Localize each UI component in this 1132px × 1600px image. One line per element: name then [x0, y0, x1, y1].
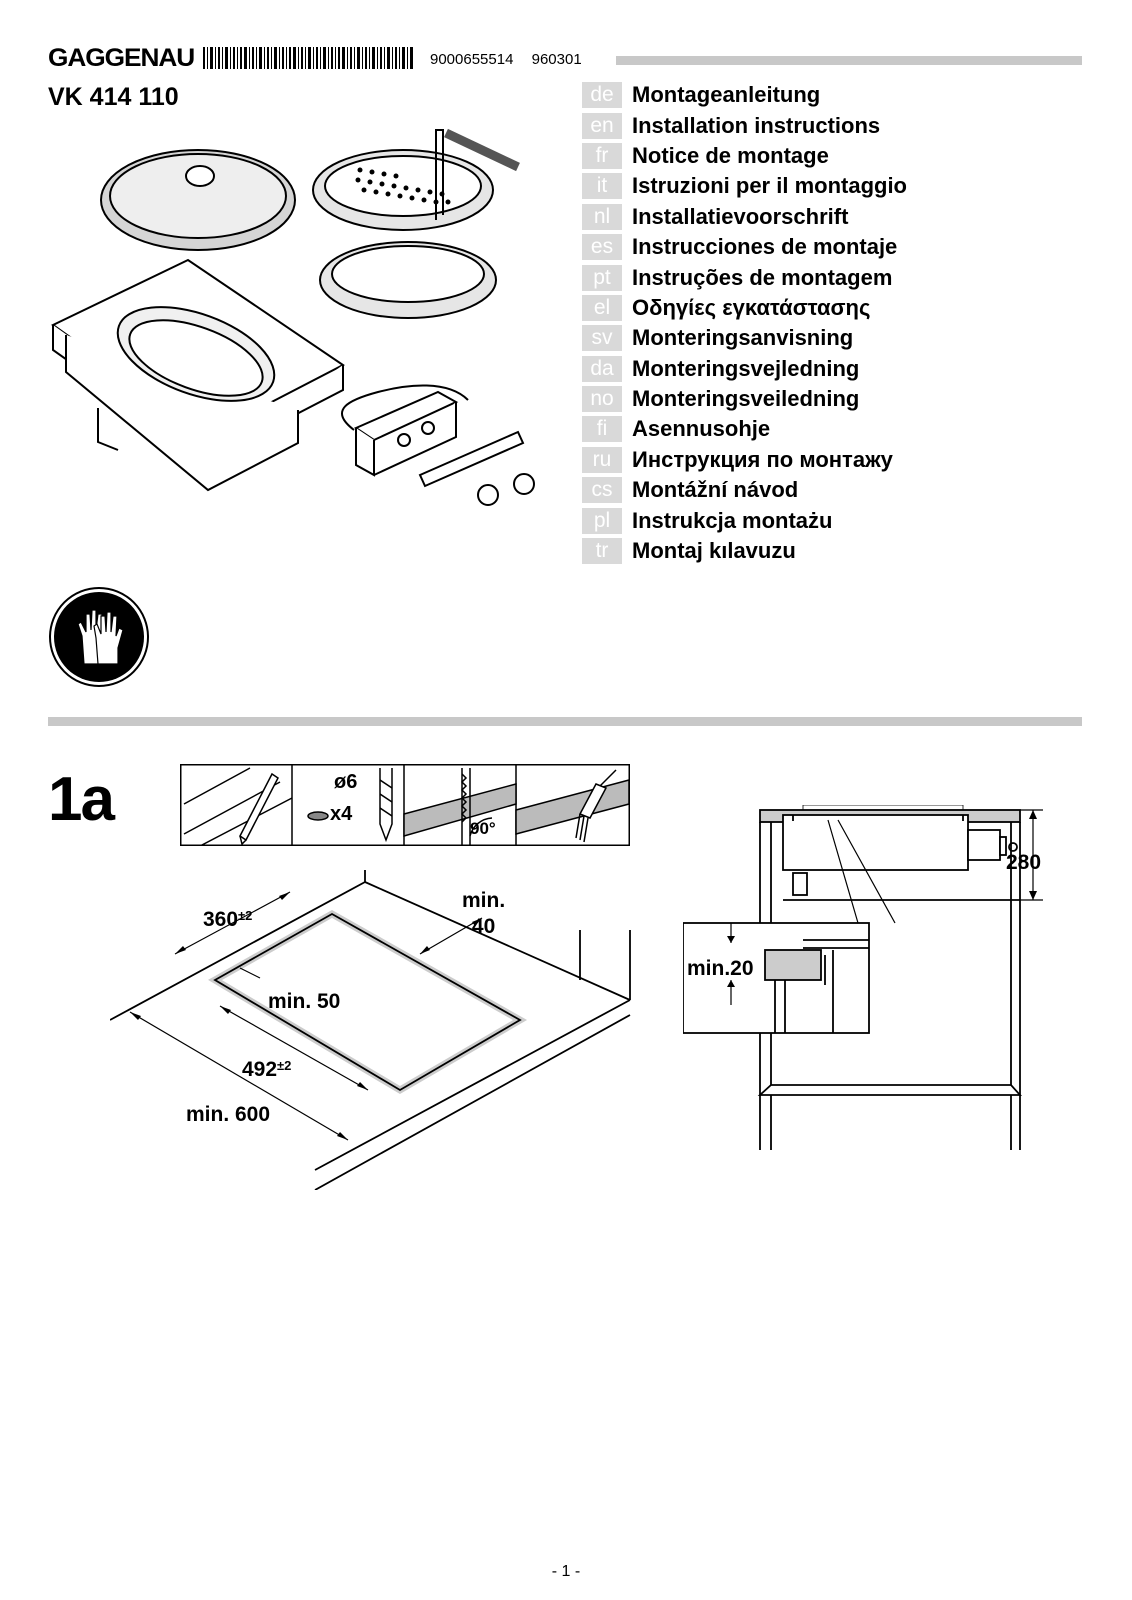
language-code: nl	[582, 203, 622, 230]
language-item: ru Инструкция по монтажу	[582, 445, 1082, 475]
language-title: Notice de montage	[632, 142, 829, 168]
language-list: de Montageanleitung en Installation instru…	[582, 80, 1082, 566]
language-title: Montaj kılavuzu	[632, 538, 796, 564]
language-code: en	[582, 112, 622, 139]
brand-logo: GAGGENAU	[48, 44, 195, 72]
language-title: Monteringsveiledning	[632, 386, 860, 412]
language-item: sv Monteringsanvisning	[582, 323, 1082, 353]
language-item: el Οδηγίες εγκατάστασης	[582, 293, 1082, 323]
language-item: tr Montaj kılavuzu	[582, 536, 1082, 566]
appliance-body	[782, 814, 969, 871]
language-code: pt	[582, 264, 622, 291]
front-clearance-label: min. 50	[268, 990, 341, 1013]
knob	[477, 484, 499, 506]
language-title: Installation instructions	[632, 112, 881, 138]
language-item: fi Asennusohje	[582, 414, 1082, 444]
language-title: Asennusohje	[632, 416, 771, 442]
language-item: pt Instruções de montagem	[582, 262, 1082, 292]
document-codes: 9000655514 960301	[430, 51, 582, 68]
language-code: es	[582, 234, 622, 261]
language-code: da	[582, 355, 622, 382]
rear-clearance-label: min. 40	[462, 888, 505, 940]
language-item: it Istruzioni per il montaggio	[582, 171, 1082, 201]
barcode	[203, 47, 413, 69]
language-title: Instrukcja montażu	[632, 507, 833, 533]
language-code: pl	[582, 507, 622, 534]
language-code: de	[582, 82, 622, 109]
language-item: pl Instrukcja montażu	[582, 505, 1082, 535]
language-code: sv	[582, 325, 622, 352]
drill-count: x4	[330, 803, 353, 825]
drill-step-icon	[307, 768, 393, 843]
installation-steps-strip: ø6 x4 90°	[180, 764, 630, 846]
worktop-depth-label: min. 600	[186, 1103, 271, 1126]
saw-angle: 90°	[470, 819, 496, 838]
basket-handle	[435, 129, 444, 220]
min-gap-label: min.20	[687, 957, 754, 980]
control-plate	[418, 430, 525, 488]
date-code: 960301	[531, 51, 582, 68]
language-code: ru	[582, 446, 622, 473]
language-title: Installatievoorschrift	[632, 203, 849, 229]
language-code: cs	[582, 477, 622, 504]
brush-step-icon	[515, 769, 630, 843]
language-title: Instruções de montagem	[632, 264, 893, 290]
language-item: fr Notice de montage	[582, 141, 1082, 171]
language-title: Montážní návod	[632, 477, 799, 503]
worktop-front-edge	[314, 999, 631, 1190]
language-title: Monteringsvejledning	[632, 355, 860, 381]
language-title: Istruzioni per il montaggio	[632, 173, 907, 199]
language-title: Οδηγίες εγκατάστασης	[632, 294, 871, 320]
rear-clearance-value: 40	[471, 915, 496, 938]
control-housing	[967, 829, 1001, 861]
cutout-width: 492	[242, 1058, 278, 1081]
cabinet-section-diagram	[683, 805, 1043, 1150]
part-number: 9000655514	[430, 51, 514, 68]
gloves-icon	[49, 587, 149, 687]
language-code: fr	[582, 142, 622, 169]
cutout-depth-label: 360±2	[203, 908, 252, 932]
figure-number: 1a	[48, 765, 115, 834]
section-divider	[48, 717, 1082, 726]
language-code: it	[582, 173, 622, 200]
cable	[341, 384, 469, 431]
language-item: no Monteringsveiledning	[582, 384, 1082, 414]
language-item: de Montageanleitung	[582, 80, 1082, 110]
language-item: da Monteringsvejledning	[582, 354, 1082, 384]
cutout-width-tolerance: ±2	[277, 1058, 292, 1073]
rear-clearance-prefix: min.	[462, 889, 506, 912]
cutout-width-label: 492±2	[242, 1058, 291, 1082]
lid-knob	[185, 165, 215, 187]
language-code: no	[582, 386, 622, 413]
cabinet-shelf	[757, 1084, 1023, 1096]
page-number: - 1 -	[551, 1563, 581, 1580]
language-title: Monteringsanvisning	[632, 325, 854, 351]
cutout-dimensions-diagram	[110, 870, 631, 1190]
language-title: Инструкция по монтажу	[632, 446, 893, 472]
language-code: fi	[582, 416, 622, 443]
header-rule	[616, 56, 1082, 65]
cutout-depth-tolerance: ±2	[238, 908, 253, 923]
appliance-height-label: 280	[1006, 851, 1042, 874]
language-title: Instrucciones de montaje	[632, 234, 898, 260]
saw-step-icon	[403, 768, 517, 846]
language-item: nl Installatievoorschrift	[582, 202, 1082, 232]
language-item: en Installation instructions	[582, 110, 1082, 140]
product-illustration	[51, 128, 535, 506]
cutout-depth: 360	[203, 908, 239, 931]
language-code: tr	[582, 538, 622, 565]
language-title: Montageanleitung	[632, 82, 821, 108]
language-item: es Instrucciones de montaje	[582, 232, 1082, 262]
model-number: VK 414 110	[48, 83, 179, 111]
drill-diameter: ø6	[334, 771, 357, 793]
language-item: cs Montážní návod	[582, 475, 1082, 505]
marking-step-icon	[183, 767, 293, 846]
language-code: el	[582, 294, 622, 321]
